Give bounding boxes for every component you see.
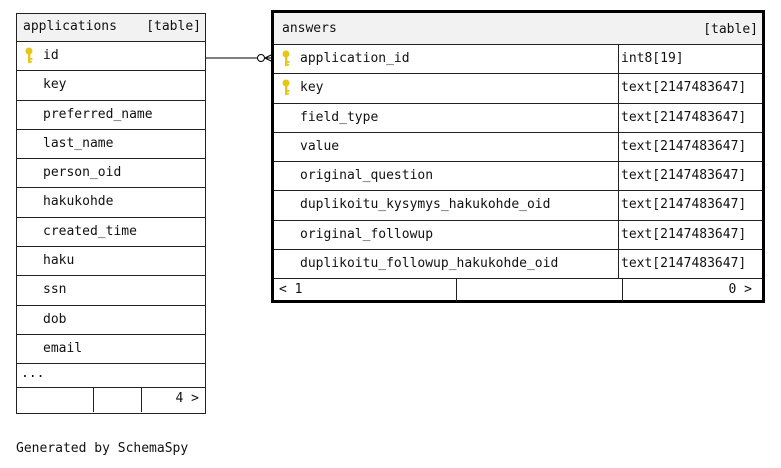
column-row[interactable]: last_name bbox=[17, 130, 205, 160]
more-columns-ellipsis: ... bbox=[21, 366, 45, 382]
column-type: text[2147483647] bbox=[621, 256, 747, 272]
zero-optional-marker bbox=[257, 54, 265, 62]
primary-key-icon bbox=[282, 79, 290, 96]
child-count-link[interactable]: 0 > bbox=[728, 282, 752, 298]
column-row[interactable]: value text[2147483647] bbox=[274, 132, 762, 163]
child-count-link[interactable]: 4 > bbox=[175, 391, 199, 407]
column-row[interactable]: duplikoitu_kysymys_hakukohde_oid text[214… bbox=[274, 191, 762, 221]
column-type: text[2147483647] bbox=[621, 109, 747, 125]
column-name: original_followup bbox=[300, 226, 434, 242]
column-type: text[2147483647] bbox=[621, 197, 747, 213]
column-name: field_type bbox=[300, 109, 379, 125]
column-row[interactable]: preferred_name bbox=[17, 101, 205, 130]
column-row[interactable]: email bbox=[17, 335, 205, 365]
column-row[interactable]: hakukohde bbox=[17, 188, 205, 218]
table-kind-label: [table] bbox=[146, 19, 201, 34]
parent-count-link[interactable]: < 1 bbox=[279, 282, 303, 298]
column-name: hakukohde bbox=[43, 194, 114, 210]
column-type: text[2147483647] bbox=[621, 138, 747, 154]
column-name: dob bbox=[43, 311, 67, 327]
column-name: haku bbox=[43, 253, 75, 269]
column-name: value bbox=[300, 138, 340, 154]
column-row[interactable]: application_id int8[19] bbox=[274, 45, 762, 75]
applications-table[interactable]: applications [table] id key preferred_name… bbox=[16, 13, 206, 414]
table-name[interactable]: answers bbox=[282, 21, 337, 36]
column-name: duplikoitu_kysymys_hakukohde_oid bbox=[300, 197, 551, 213]
column-row[interactable]: duplikoitu_followup_hakukohde_oid text[21… bbox=[274, 250, 762, 280]
table-footer: 4 > bbox=[17, 388, 205, 413]
column-name: email bbox=[43, 340, 83, 356]
generated-by-caption: Generated by SchemaSpy bbox=[16, 441, 189, 456]
column-type: text[2147483647] bbox=[621, 80, 747, 96]
column-name: duplikoitu_followup_hakukohde_oid bbox=[300, 256, 559, 272]
column-row[interactable]: key text[2147483647] bbox=[274, 74, 762, 104]
primary-key-icon bbox=[282, 50, 290, 66]
column-name: original_question bbox=[300, 168, 434, 184]
column-name: key bbox=[300, 80, 324, 96]
column-name: person_oid bbox=[43, 165, 122, 181]
column-name: ssn bbox=[43, 282, 67, 298]
column-type: text[2147483647] bbox=[621, 168, 747, 184]
column-row[interactable]: key bbox=[17, 71, 205, 101]
more-columns-row: ... bbox=[17, 364, 205, 389]
column-list: application_id int8[19] key text[2147483647… bbox=[274, 45, 762, 280]
column-row[interactable]: dob bbox=[17, 306, 205, 335]
column-row[interactable]: original_question text[2147483647] bbox=[274, 162, 762, 192]
column-name: last_name bbox=[43, 135, 114, 151]
column-name: application_id bbox=[300, 51, 410, 66]
column-row[interactable]: id bbox=[17, 42, 205, 72]
table-name[interactable]: applications bbox=[23, 19, 117, 34]
column-type: text[2147483647] bbox=[621, 226, 747, 242]
column-row[interactable]: haku bbox=[17, 247, 205, 277]
column-row[interactable]: person_oid bbox=[17, 159, 205, 189]
column-row[interactable]: created_time bbox=[17, 218, 205, 248]
column-name: key bbox=[43, 77, 67, 93]
table-header: applications [table] bbox=[17, 14, 205, 42]
column-row[interactable]: field_type text[2147483647] bbox=[274, 103, 762, 133]
column-name: preferred_name bbox=[43, 106, 153, 122]
table-kind-label: [table] bbox=[703, 22, 758, 37]
column-name: id bbox=[43, 48, 59, 63]
column-name: created_time bbox=[43, 223, 137, 239]
column-row[interactable]: ssn bbox=[17, 276, 205, 306]
answers-table[interactable]: answers [table] application_id int8[19] ke… bbox=[271, 10, 765, 303]
table-header: answers [table] bbox=[274, 13, 762, 45]
table-footer: < 1 0 > bbox=[274, 279, 762, 303]
primary-key-icon bbox=[25, 47, 33, 63]
column-row[interactable]: original_followup text[2147483647] bbox=[274, 220, 762, 251]
column-type: int8[19] bbox=[621, 51, 684, 66]
